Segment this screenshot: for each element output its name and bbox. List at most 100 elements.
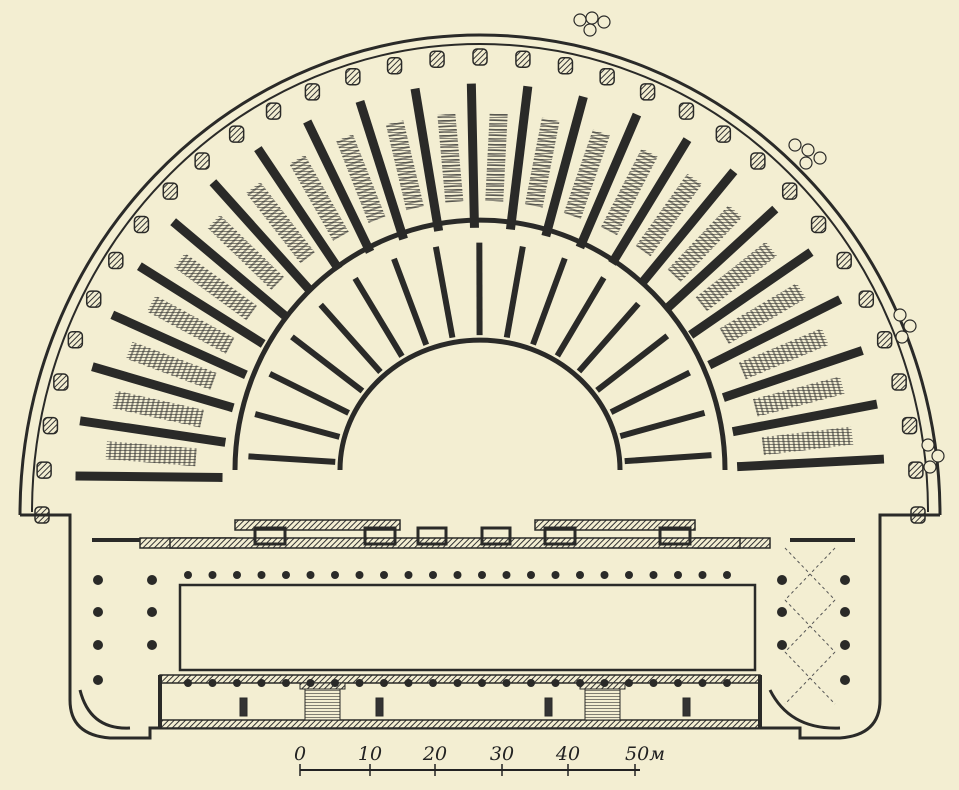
column (147, 575, 157, 585)
column (527, 571, 535, 579)
arcade-pier (515, 50, 531, 68)
arcade-pier (836, 251, 852, 270)
column (453, 679, 462, 687)
column (600, 679, 609, 687)
column (478, 571, 486, 579)
column (698, 571, 707, 579)
stair-block (385, 120, 424, 211)
radial-wall (110, 310, 248, 379)
stair-block (246, 181, 315, 264)
stair-block (667, 204, 743, 282)
column (355, 679, 364, 687)
column (184, 571, 192, 579)
inner-radial-wall (268, 371, 350, 416)
stair-block (112, 390, 204, 428)
radial-wall (707, 295, 843, 370)
radial-wall (721, 346, 864, 402)
stair-block (126, 341, 217, 390)
column (777, 607, 787, 617)
radial-wall (75, 471, 223, 482)
right-wing-vault-pattern (784, 547, 836, 705)
column (208, 571, 217, 579)
radial-wall (209, 179, 314, 294)
arcade-pier (345, 67, 361, 86)
column (840, 607, 850, 617)
arcade-pier (639, 83, 656, 101)
column (306, 679, 315, 687)
arcade-pier (557, 57, 574, 75)
radial-wall (136, 262, 266, 348)
column (649, 679, 658, 687)
inner-radial-wall (530, 257, 568, 346)
column (551, 571, 560, 579)
stair-block (719, 282, 806, 344)
column (674, 571, 682, 579)
column (404, 679, 413, 687)
column (93, 607, 103, 617)
radial-wall (736, 454, 885, 472)
scale-label-10: 10 (358, 743, 382, 765)
scale-label-0: 0 (294, 743, 306, 765)
column (551, 679, 560, 687)
column (527, 679, 535, 687)
arcade-pier (67, 330, 84, 349)
column (502, 679, 511, 687)
column (355, 571, 364, 579)
radial-wall (170, 218, 288, 320)
arcade-pier (386, 57, 403, 75)
stair-block (738, 328, 829, 380)
lower-radial-walls (248, 242, 712, 465)
arcade-pier (133, 215, 150, 234)
arcade-pier (42, 416, 59, 435)
column (257, 679, 266, 687)
inner-radial-wall (619, 409, 706, 439)
radial-wall (91, 362, 235, 413)
inner-radial-wall (432, 246, 456, 339)
arcade-pier (908, 461, 924, 479)
arcade-pier (108, 251, 124, 270)
column (576, 679, 584, 687)
arcade-pier (265, 102, 282, 120)
column (93, 575, 103, 585)
arcade-pier (891, 373, 907, 391)
stair-block (289, 154, 349, 241)
arcade-pier (810, 215, 827, 234)
radial-wall (608, 137, 692, 266)
column (147, 607, 157, 617)
column (233, 679, 241, 687)
column (331, 679, 339, 687)
stair-block (524, 117, 560, 208)
column (674, 679, 682, 687)
column (723, 571, 731, 579)
stair-block (695, 241, 777, 312)
column (380, 571, 388, 579)
arcade-pier (85, 290, 102, 308)
stair-block (761, 426, 854, 456)
column (723, 679, 731, 687)
scale-label-50m: 50м (625, 743, 665, 765)
inner-radial-wall (290, 334, 365, 394)
column (840, 640, 850, 650)
radial-wall (638, 168, 738, 287)
column (429, 679, 437, 687)
column (478, 679, 486, 687)
column (380, 679, 388, 687)
column (233, 571, 241, 579)
outer-cavea-wall (18, 33, 942, 516)
inner-radial-wall (318, 302, 383, 374)
column (502, 571, 511, 579)
arcade-pier (472, 48, 488, 66)
column (600, 571, 609, 579)
stair-block (105, 441, 197, 467)
inner-radial-wall (248, 453, 336, 465)
arcade-pier (429, 50, 445, 68)
column (93, 640, 103, 650)
column (331, 571, 339, 579)
scale-label-40: 40 (555, 743, 580, 765)
arcade-pier (53, 373, 69, 391)
column (777, 640, 787, 650)
arcade-pier (599, 67, 615, 86)
stair-block (174, 252, 257, 321)
inner-radial-wall (576, 301, 641, 374)
scale-label-30: 30 (490, 743, 514, 765)
